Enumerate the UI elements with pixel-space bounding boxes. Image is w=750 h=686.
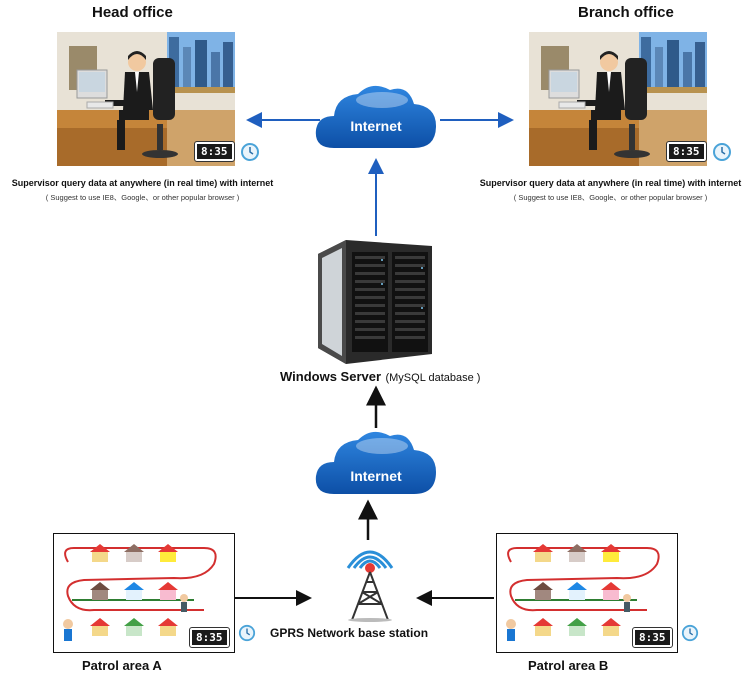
head-office-clock: 8:35 — [194, 141, 235, 162]
branch-office-title: Branch office — [578, 4, 674, 21]
server-name: Windows Server — [280, 369, 382, 384]
base-station — [330, 540, 410, 622]
head-office-browser-note: ( Suggest to use IE8、Google、or other pop… — [45, 193, 240, 202]
base-station-label: GPRS Network base station — [270, 626, 429, 640]
patrol-a-clock-icon — [238, 624, 256, 647]
cloud-icon — [315, 431, 436, 494]
cloud-icon — [315, 85, 436, 148]
patrol-area-a-label: Patrol area A — [82, 658, 162, 673]
head-office-title: Head office — [92, 4, 173, 21]
branch-office-clock: 8:35 — [666, 141, 707, 162]
internet-cloud-bottom: Internet — [312, 424, 440, 502]
patrol-area-b-map: 8:35 — [496, 533, 678, 653]
patrol-a-clock: 8:35 — [189, 627, 230, 648]
internet-top-label: Internet — [350, 118, 402, 134]
branch-office-caption: Supervisor query data at anywhere (in re… — [479, 178, 742, 188]
patrol-route-image — [63, 544, 217, 641]
head-office-clock-icon — [240, 142, 260, 167]
office-worker-image — [529, 32, 707, 166]
branch-office-clock-icon — [712, 142, 732, 167]
antenna-tower-icon — [346, 550, 394, 622]
server-rack — [310, 236, 446, 366]
patrol-b-clock: 8:35 — [632, 627, 673, 648]
server-label: Windows Server (MySQL database ) — [280, 368, 480, 386]
head-office-caption: Supervisor query data at anywhere (in re… — [11, 178, 274, 188]
patrol-b-clock-icon — [681, 624, 699, 647]
patrol-route-image — [506, 544, 660, 641]
branch-office-illustration: 8:35 — [529, 32, 707, 166]
head-office-illustration: 8:35 — [57, 32, 235, 166]
internet-cloud-top: Internet — [312, 78, 440, 156]
server-detail: (MySQL database ) — [385, 372, 481, 384]
branch-office-browser-note: ( Suggest to use IE8、Google、or other pop… — [513, 193, 708, 202]
internet-bottom-label: Internet — [350, 468, 402, 484]
patrol-area-a-map: 8:35 — [53, 533, 235, 653]
patrol-area-b-label: Patrol area B — [528, 658, 609, 673]
server-icon — [318, 240, 432, 364]
